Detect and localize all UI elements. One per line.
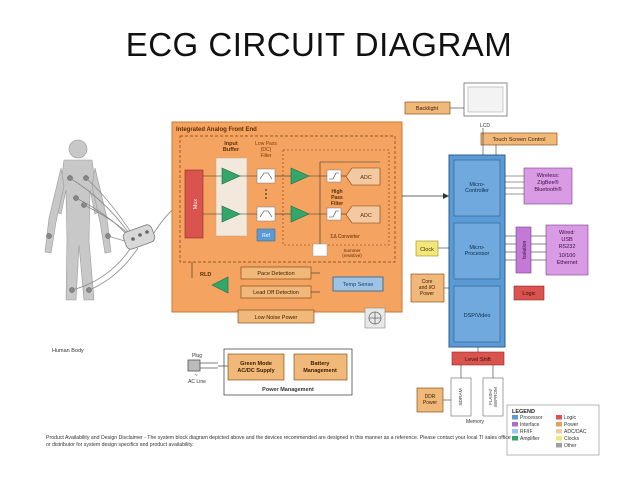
- lead-off-label: Lead Off Detection: [253, 290, 299, 296]
- core-io-power-block: [410, 273, 445, 303]
- legend-swatch: [512, 429, 518, 434]
- legend-item-label: Amplifier: [520, 436, 540, 442]
- battery-block: [293, 353, 348, 381]
- legend-item-label: Interface: [520, 422, 540, 428]
- summer-label: Summer(resistive): [342, 248, 362, 258]
- disclaimer-text: Product Availability and Design Disclaim…: [46, 435, 511, 448]
- ac-line-label: AC Line: [188, 379, 206, 385]
- adc-bottom-label: ADC: [360, 213, 372, 219]
- mux-label: Mux: [193, 199, 199, 210]
- low-noise-power-block: [237, 309, 315, 324]
- backlight-label: Backlight: [416, 106, 439, 112]
- dsp-video-label: DSP/Video: [464, 313, 491, 319]
- human-body-label: Human Body: [52, 348, 84, 354]
- logic-block: [513, 285, 545, 301]
- wireless-label: Wireless:ZigBee®Bluetooth®: [534, 173, 561, 193]
- legend-swatch: [556, 443, 562, 448]
- microcontroller-label: Micro-Controller: [465, 182, 489, 194]
- lowpass-filter-2: [256, 206, 276, 222]
- page-title: ECG CIRCUIT DIAGRAM: [125, 26, 513, 63]
- green-mode-block: [227, 353, 285, 381]
- pace-detection-label: Pace Detection: [257, 271, 294, 277]
- legend-item-label: Logic: [564, 415, 576, 421]
- human-body-figure: [44, 139, 112, 301]
- plug-icon: [187, 359, 228, 372]
- ac-tilde-icon: ~: [194, 373, 198, 379]
- legend-item-label: ADC/DAC: [564, 429, 587, 435]
- lcd-label: LCD: [480, 123, 490, 129]
- legend-swatch: [556, 436, 562, 441]
- low-noise-power-label: Low Noise Power: [255, 315, 298, 321]
- power-management-group: [223, 348, 353, 396]
- microcontroller-block: [453, 159, 501, 217]
- sdram-label: SDRAM: [458, 388, 464, 405]
- wireless-block: [523, 167, 573, 205]
- legend-item-label: Power: [564, 422, 579, 428]
- power-management-label: Power Management: [262, 387, 314, 393]
- highpass-filter-1: [326, 169, 342, 183]
- afe-label: Integrated Analog Front End: [176, 127, 257, 133]
- wired-block: [545, 224, 589, 276]
- dsp-video-block: [453, 285, 501, 343]
- ref-label: Ref: [262, 233, 270, 239]
- isolation-label: Isolation: [522, 240, 528, 259]
- ref-block: [256, 228, 276, 242]
- legend-title: LEGEND: [512, 409, 535, 415]
- legend-item-label: RF/IF: [520, 429, 533, 435]
- legend-swatch: [512, 436, 518, 441]
- converter-label: ΣΔ Converter: [330, 234, 360, 240]
- plug-label: Plug: [192, 353, 202, 359]
- touch-screen-block: [480, 132, 558, 146]
- legend-swatch: [512, 415, 518, 420]
- legend-item-label: Other: [564, 443, 577, 449]
- lcd-display-icon: [463, 82, 508, 117]
- clock-label: Clock: [420, 247, 434, 253]
- electrodes: [46, 175, 111, 293]
- flash-eeprom-label: FLASH/EEPROM: [488, 387, 498, 407]
- legend-swatch: [512, 422, 518, 427]
- adc-top-block: [345, 167, 381, 186]
- rld-amp: [211, 276, 229, 294]
- mux-block: [184, 169, 204, 239]
- temp-sense-block: [332, 276, 384, 292]
- ddr-power-block: [416, 387, 444, 413]
- adc-bottom-block: [345, 205, 381, 224]
- temp-sense-label: Temp Sense: [343, 282, 374, 288]
- clock-block: [415, 240, 439, 257]
- memory-label: Memory: [466, 419, 485, 425]
- fan-icon: [364, 307, 386, 329]
- microprocessor-label: Micro-Processor: [465, 245, 490, 257]
- isolation-block: [515, 226, 532, 274]
- microprocessor-block: [453, 222, 501, 280]
- lowpass-filter-1: [256, 168, 276, 184]
- lead-cables: [69, 177, 179, 291]
- lowpass-label: Low Pass(DC)Filter: [255, 141, 277, 159]
- legend-swatch: [556, 415, 562, 420]
- legend-item-label: Clocks: [564, 436, 580, 442]
- highpass-filter-2: [326, 207, 342, 221]
- rld-label: RLD: [200, 272, 211, 278]
- level-shift-label: Level Shift: [465, 357, 491, 363]
- legend-item-label: Processor: [520, 415, 543, 421]
- adc-top-label: ADC: [360, 175, 372, 181]
- legend-swatch: [556, 422, 562, 427]
- logic-label: Logic: [522, 291, 535, 297]
- lead-connector: [122, 224, 156, 250]
- legend-swatch: [556, 429, 562, 434]
- touch-screen-label: Touch Screen Control: [493, 137, 546, 143]
